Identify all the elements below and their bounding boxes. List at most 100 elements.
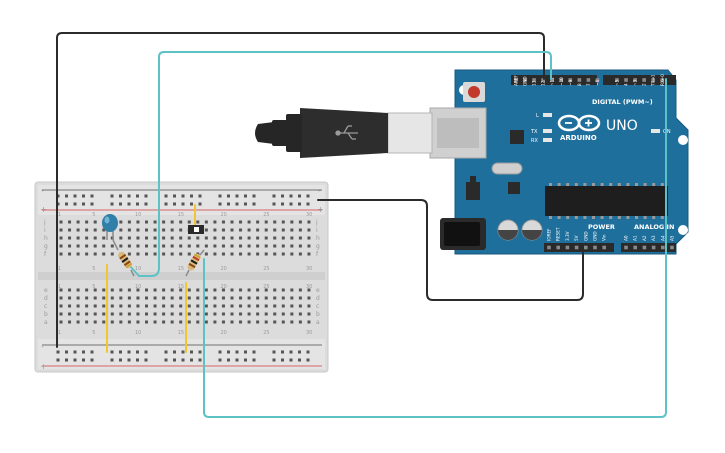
breadboard-hole[interactable] (256, 236, 260, 240)
breadboard-hole[interactable] (68, 304, 72, 308)
rail-hole[interactable] (298, 194, 301, 198)
breadboard-hole[interactable] (307, 288, 311, 292)
breadboard-hole[interactable] (204, 236, 208, 240)
breadboard-hole[interactable] (273, 304, 277, 308)
rail-hole[interactable] (235, 350, 239, 354)
breadboard-hole[interactable] (281, 320, 285, 324)
breadboard-hole[interactable] (221, 312, 225, 316)
breadboard-hole[interactable] (239, 296, 243, 300)
breadboard-hole[interactable] (179, 320, 183, 324)
rail-hole[interactable] (65, 358, 68, 362)
rail-hole[interactable] (65, 350, 68, 354)
rail-hole[interactable] (164, 194, 168, 198)
breadboard-hole[interactable] (110, 312, 114, 316)
breadboard-hole[interactable] (264, 320, 268, 324)
breadboard-hole[interactable] (221, 228, 225, 232)
breadboard-hole[interactable] (230, 220, 234, 224)
breadboard-hole[interactable] (221, 220, 225, 224)
breadboard-hole[interactable] (127, 252, 131, 256)
breadboard-hole[interactable] (85, 320, 89, 324)
resistor-switch[interactable] (185, 249, 205, 277)
rail-hole[interactable] (227, 350, 230, 354)
breadboard-hole[interactable] (204, 244, 208, 248)
breadboard-hole[interactable] (298, 236, 302, 240)
rail-hole[interactable] (127, 358, 131, 362)
rail-hole[interactable] (198, 194, 202, 198)
breadboard-hole[interactable] (110, 252, 114, 256)
breadboard-hole[interactable] (102, 228, 106, 232)
breadboard-hole[interactable] (264, 312, 268, 316)
breadboard-hole[interactable] (93, 288, 97, 292)
rail-hole[interactable] (272, 358, 276, 362)
breadboard-hole[interactable] (273, 220, 277, 224)
rail-hole[interactable] (272, 350, 276, 354)
breadboard-hole[interactable] (307, 228, 311, 232)
breadboard-hole[interactable] (247, 296, 251, 300)
breadboard-hole[interactable] (179, 312, 183, 316)
rail-hole[interactable] (289, 194, 293, 198)
breadboard-hole[interactable] (85, 244, 89, 248)
breadboard-hole[interactable] (239, 320, 243, 324)
breadboard-hole[interactable] (213, 220, 217, 224)
breadboard-hole[interactable] (213, 244, 217, 248)
breadboard-hole[interactable] (170, 320, 174, 324)
breadboard-hole[interactable] (59, 288, 63, 292)
breadboard-hole[interactable] (281, 304, 285, 308)
breadboard-hole[interactable] (162, 320, 166, 324)
breadboard-hole[interactable] (298, 220, 302, 224)
header-pin[interactable] (660, 78, 665, 82)
breadboard-hole[interactable] (102, 312, 106, 316)
breadboard-hole[interactable] (239, 220, 243, 224)
rail-hole[interactable] (281, 350, 284, 354)
rail-hole[interactable] (173, 202, 176, 206)
breadboard-hole[interactable] (187, 252, 191, 256)
breadboard-hole[interactable] (273, 288, 277, 292)
breadboard-hole[interactable] (85, 220, 89, 224)
slide-switch[interactable] (188, 225, 204, 234)
breadboard-hole[interactable] (187, 312, 191, 316)
breadboard-hole[interactable] (239, 228, 243, 232)
breadboard-hole[interactable] (187, 296, 191, 300)
breadboard-hole[interactable] (281, 252, 285, 256)
breadboard-hole[interactable] (298, 296, 302, 300)
rail-hole[interactable] (65, 202, 68, 206)
breadboard-hole[interactable] (256, 252, 260, 256)
breadboard-hole[interactable] (110, 296, 114, 300)
breadboard-hole[interactable] (102, 236, 106, 240)
header-pin[interactable] (523, 78, 527, 82)
breadboard-hole[interactable] (187, 236, 191, 240)
breadboard-hole[interactable] (68, 236, 72, 240)
reset-button[interactable] (468, 86, 480, 98)
rail-hole[interactable] (119, 350, 122, 354)
breadboard-hole[interactable] (179, 288, 183, 292)
breadboard-hole[interactable] (264, 304, 268, 308)
breadboard-hole[interactable] (273, 236, 277, 240)
breadboard-hole[interactable] (136, 244, 140, 248)
header-pin[interactable] (514, 78, 518, 82)
breadboard-hole[interactable] (187, 220, 191, 224)
header-pin[interactable] (556, 245, 560, 250)
breadboard-hole[interactable] (273, 320, 277, 324)
breadboard-hole[interactable] (127, 320, 131, 324)
breadboard-hole[interactable] (162, 296, 166, 300)
breadboard-hole[interactable] (221, 236, 225, 240)
rail-hole[interactable] (144, 194, 148, 198)
breadboard-hole[interactable] (221, 304, 225, 308)
breadboard-hole[interactable] (162, 244, 166, 248)
breadboard-hole[interactable] (119, 244, 123, 248)
breadboard-hole[interactable] (247, 220, 251, 224)
breadboard-hole[interactable] (162, 228, 166, 232)
breadboard-hole[interactable] (68, 252, 72, 256)
breadboard-hole[interactable] (170, 236, 174, 240)
breadboard-hole[interactable] (230, 304, 234, 308)
rail-hole[interactable] (181, 358, 185, 362)
breadboard-hole[interactable] (213, 304, 217, 308)
breadboard-hole[interactable] (68, 320, 72, 324)
rail-hole[interactable] (244, 194, 247, 198)
breadboard-hole[interactable] (247, 320, 251, 324)
breadboard-hole[interactable] (68, 296, 72, 300)
breadboard-hole[interactable] (307, 252, 311, 256)
rail-hole[interactable] (306, 194, 310, 198)
header-pin[interactable] (595, 78, 600, 82)
